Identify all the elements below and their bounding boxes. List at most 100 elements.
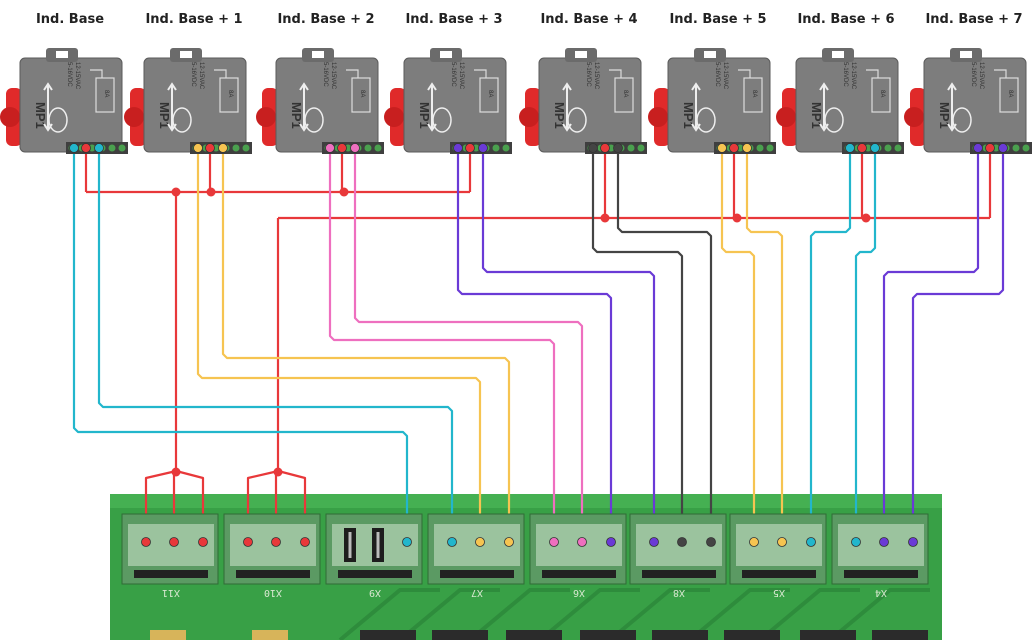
module-rating: 8A	[227, 90, 233, 97]
junction-dot	[600, 213, 610, 223]
module-label: Ind. Base + 1	[145, 12, 242, 27]
terminal-screw	[627, 144, 635, 152]
connector-pin	[169, 537, 179, 547]
black-wire	[591, 148, 684, 542]
junction-dot	[861, 213, 871, 223]
module-pin	[69, 143, 79, 153]
module-label: Ind. Base + 4	[540, 12, 637, 27]
mtb-logo	[952, 107, 972, 133]
connector-label: X10	[264, 587, 282, 598]
connector-label: X8	[673, 587, 685, 598]
relay-tab-hole	[704, 51, 716, 58]
pcb-trace	[828, 588, 930, 640]
connector-slot	[236, 570, 310, 578]
arrow-up-icon	[43, 82, 53, 91]
yellow-wire	[221, 148, 511, 542]
cyan-wire	[97, 148, 454, 542]
arrow-up-icon	[819, 82, 829, 91]
module-pin	[857, 143, 867, 153]
terminal-screw	[502, 144, 510, 152]
relay-screw-head	[648, 107, 668, 127]
relay-screw-head	[124, 107, 144, 127]
connector-pin	[300, 537, 310, 547]
terminal-screw	[884, 144, 892, 152]
terminal-screw	[756, 144, 764, 152]
relay-symbol-icon	[479, 77, 499, 113]
relay-symbol-icon	[95, 77, 115, 113]
relay-tab-hole	[180, 51, 192, 58]
pcb-chip	[432, 630, 488, 640]
junction-dot	[171, 187, 181, 197]
connector-pin	[577, 537, 587, 547]
module-rating: 8A	[359, 90, 365, 97]
yellow-wire	[196, 148, 482, 542]
wires	[72, 148, 1005, 542]
pcb-trace	[758, 588, 860, 640]
terminal-screw	[894, 144, 902, 152]
module-brand: MP1	[809, 102, 824, 129]
connector-slot	[844, 570, 918, 578]
module-label: Ind. Base	[36, 12, 104, 27]
cyan-wire	[809, 148, 852, 542]
connector-pin	[908, 537, 918, 547]
terminal-screw	[364, 144, 372, 152]
terminal-screw	[118, 144, 126, 152]
terminal-screw	[1022, 144, 1030, 152]
relay-contact-icon	[90, 69, 103, 78]
module-brand: MP1	[33, 102, 48, 129]
relay-screw-head	[519, 107, 539, 127]
pcb-connector: X8	[629, 513, 727, 598]
pcb-trace	[468, 588, 570, 640]
module-pin	[193, 143, 203, 153]
connector-pin	[806, 537, 816, 547]
yellow-wire	[745, 148, 784, 542]
module-pin	[742, 143, 752, 153]
module-spec: 5-16VDC	[322, 62, 328, 87]
relay-tab-hole	[832, 51, 844, 58]
module-brand: MP1	[552, 102, 567, 129]
mtb-logo	[567, 107, 587, 133]
connector-pin	[447, 537, 457, 547]
arrow-up-icon	[427, 82, 437, 91]
relay-symbol-icon	[219, 77, 239, 113]
junction-dot	[732, 213, 742, 223]
module-label: Ind. Base + 3	[405, 12, 502, 27]
cyan-wire	[854, 148, 877, 542]
pink-wire	[353, 148, 584, 542]
connector-label: X11	[162, 587, 180, 598]
pcb-chip	[580, 630, 636, 640]
module-spec: 5-16VDC	[450, 62, 456, 87]
module-pin	[985, 143, 995, 153]
module-rating: 8A	[622, 90, 628, 97]
relay-contact-icon	[474, 69, 487, 78]
module-spec: 12-15VAC	[978, 62, 984, 90]
module-spec: 12-15VAC	[593, 62, 599, 90]
pcb-trace	[338, 588, 440, 640]
module-pin	[337, 143, 347, 153]
module-label: Ind. Base + 7	[925, 12, 1022, 27]
purple-wire	[456, 148, 613, 542]
module-spec: 12-15VAC	[850, 62, 856, 90]
module-pin	[81, 143, 91, 153]
relay-contact-icon	[214, 69, 227, 78]
connector-slot	[338, 570, 412, 578]
module-pin	[998, 143, 1008, 153]
relay-symbol-icon	[743, 77, 763, 113]
relay-contact-icon	[738, 69, 751, 78]
connector-pin	[777, 537, 787, 547]
pcb-chip	[872, 630, 928, 640]
module-pin	[350, 143, 360, 153]
connector-label: X4	[875, 587, 887, 598]
connector-pin	[141, 537, 151, 547]
relay-symbol-icon	[999, 77, 1019, 113]
connector-pin	[749, 537, 759, 547]
